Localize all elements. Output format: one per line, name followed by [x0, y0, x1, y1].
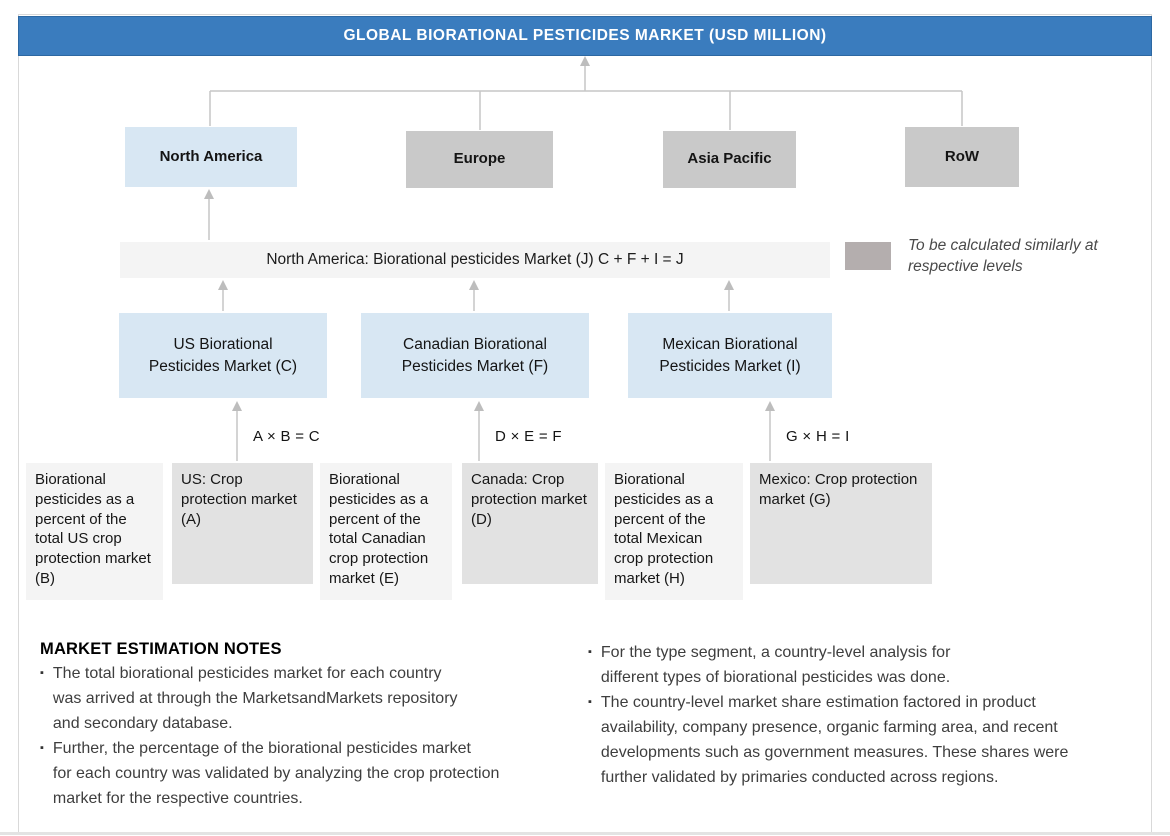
north-america-market-bar: North America: Biorational pesticides Ma… [120, 242, 830, 278]
note-text: Further, the percentage of the bioration… [52, 740, 500, 807]
input-box-e: Biorational pesticides as a percent of t… [320, 463, 452, 600]
bullet-icon: ▪ [40, 667, 44, 679]
bullet-icon: ▪ [588, 646, 592, 658]
formula-canada: D × E = F [495, 428, 562, 445]
region-box-north-america: North America [125, 127, 297, 187]
input-box-h: Biorational pesticides as a percent of t… [605, 463, 743, 600]
legend-note: To be calculated similarly at respective… [908, 237, 1098, 275]
note-text: For the type segment, a country-level an… [600, 644, 951, 686]
note-text: The country-level market share estimatio… [600, 694, 1069, 786]
formula-us: A × B = C [253, 428, 320, 445]
diagram-title-banner: GLOBAL BIORATIONAL PESTICIDES MARKET (US… [18, 16, 1152, 56]
country-box-canada: Canadian Biorational Pesticides Market (… [361, 313, 589, 398]
bullet-icon: ▪ [40, 742, 44, 754]
region-box-asia-pacific: Asia Pacific [663, 131, 796, 188]
legend-swatch [845, 242, 891, 270]
note-text: The total biorational pesticides market … [52, 665, 458, 732]
formula-mexico: G × H = I [786, 428, 850, 445]
input-box-g: Mexico: Crop protection market (G) [750, 463, 932, 584]
notes-column-left: ▪ The total biorational pesticides marke… [40, 661, 552, 811]
notes-column-right: ▪ For the type segment, a country-level … [588, 640, 1118, 790]
bullet-icon: ▪ [588, 696, 592, 708]
bottom-edge-divider [0, 832, 1170, 835]
note-item: ▪ The total biorational pesticides marke… [40, 661, 552, 736]
input-box-b: Biorational pesticides as a percent of t… [26, 463, 163, 600]
country-box-us: US Biorational Pesticides Market (C) [119, 313, 327, 398]
notes-heading: MARKET ESTIMATION NOTES [40, 640, 282, 658]
note-item: ▪ The country-level market share estimat… [588, 690, 1118, 790]
input-box-a: US: Crop protection market (A) [172, 463, 313, 584]
diagram-title: GLOBAL BIORATIONAL PESTICIDES MARKET (US… [343, 27, 827, 44]
country-box-mexico: Mexican Biorational Pesticides Market (I… [628, 313, 832, 398]
region-box-row: RoW [905, 127, 1019, 187]
note-item: ▪ For the type segment, a country-level … [588, 640, 1118, 690]
note-item: ▪ Further, the percentage of the biorati… [40, 736, 552, 811]
input-box-d: Canada: Crop protection market (D) [462, 463, 598, 584]
region-box-europe: Europe [406, 131, 553, 188]
